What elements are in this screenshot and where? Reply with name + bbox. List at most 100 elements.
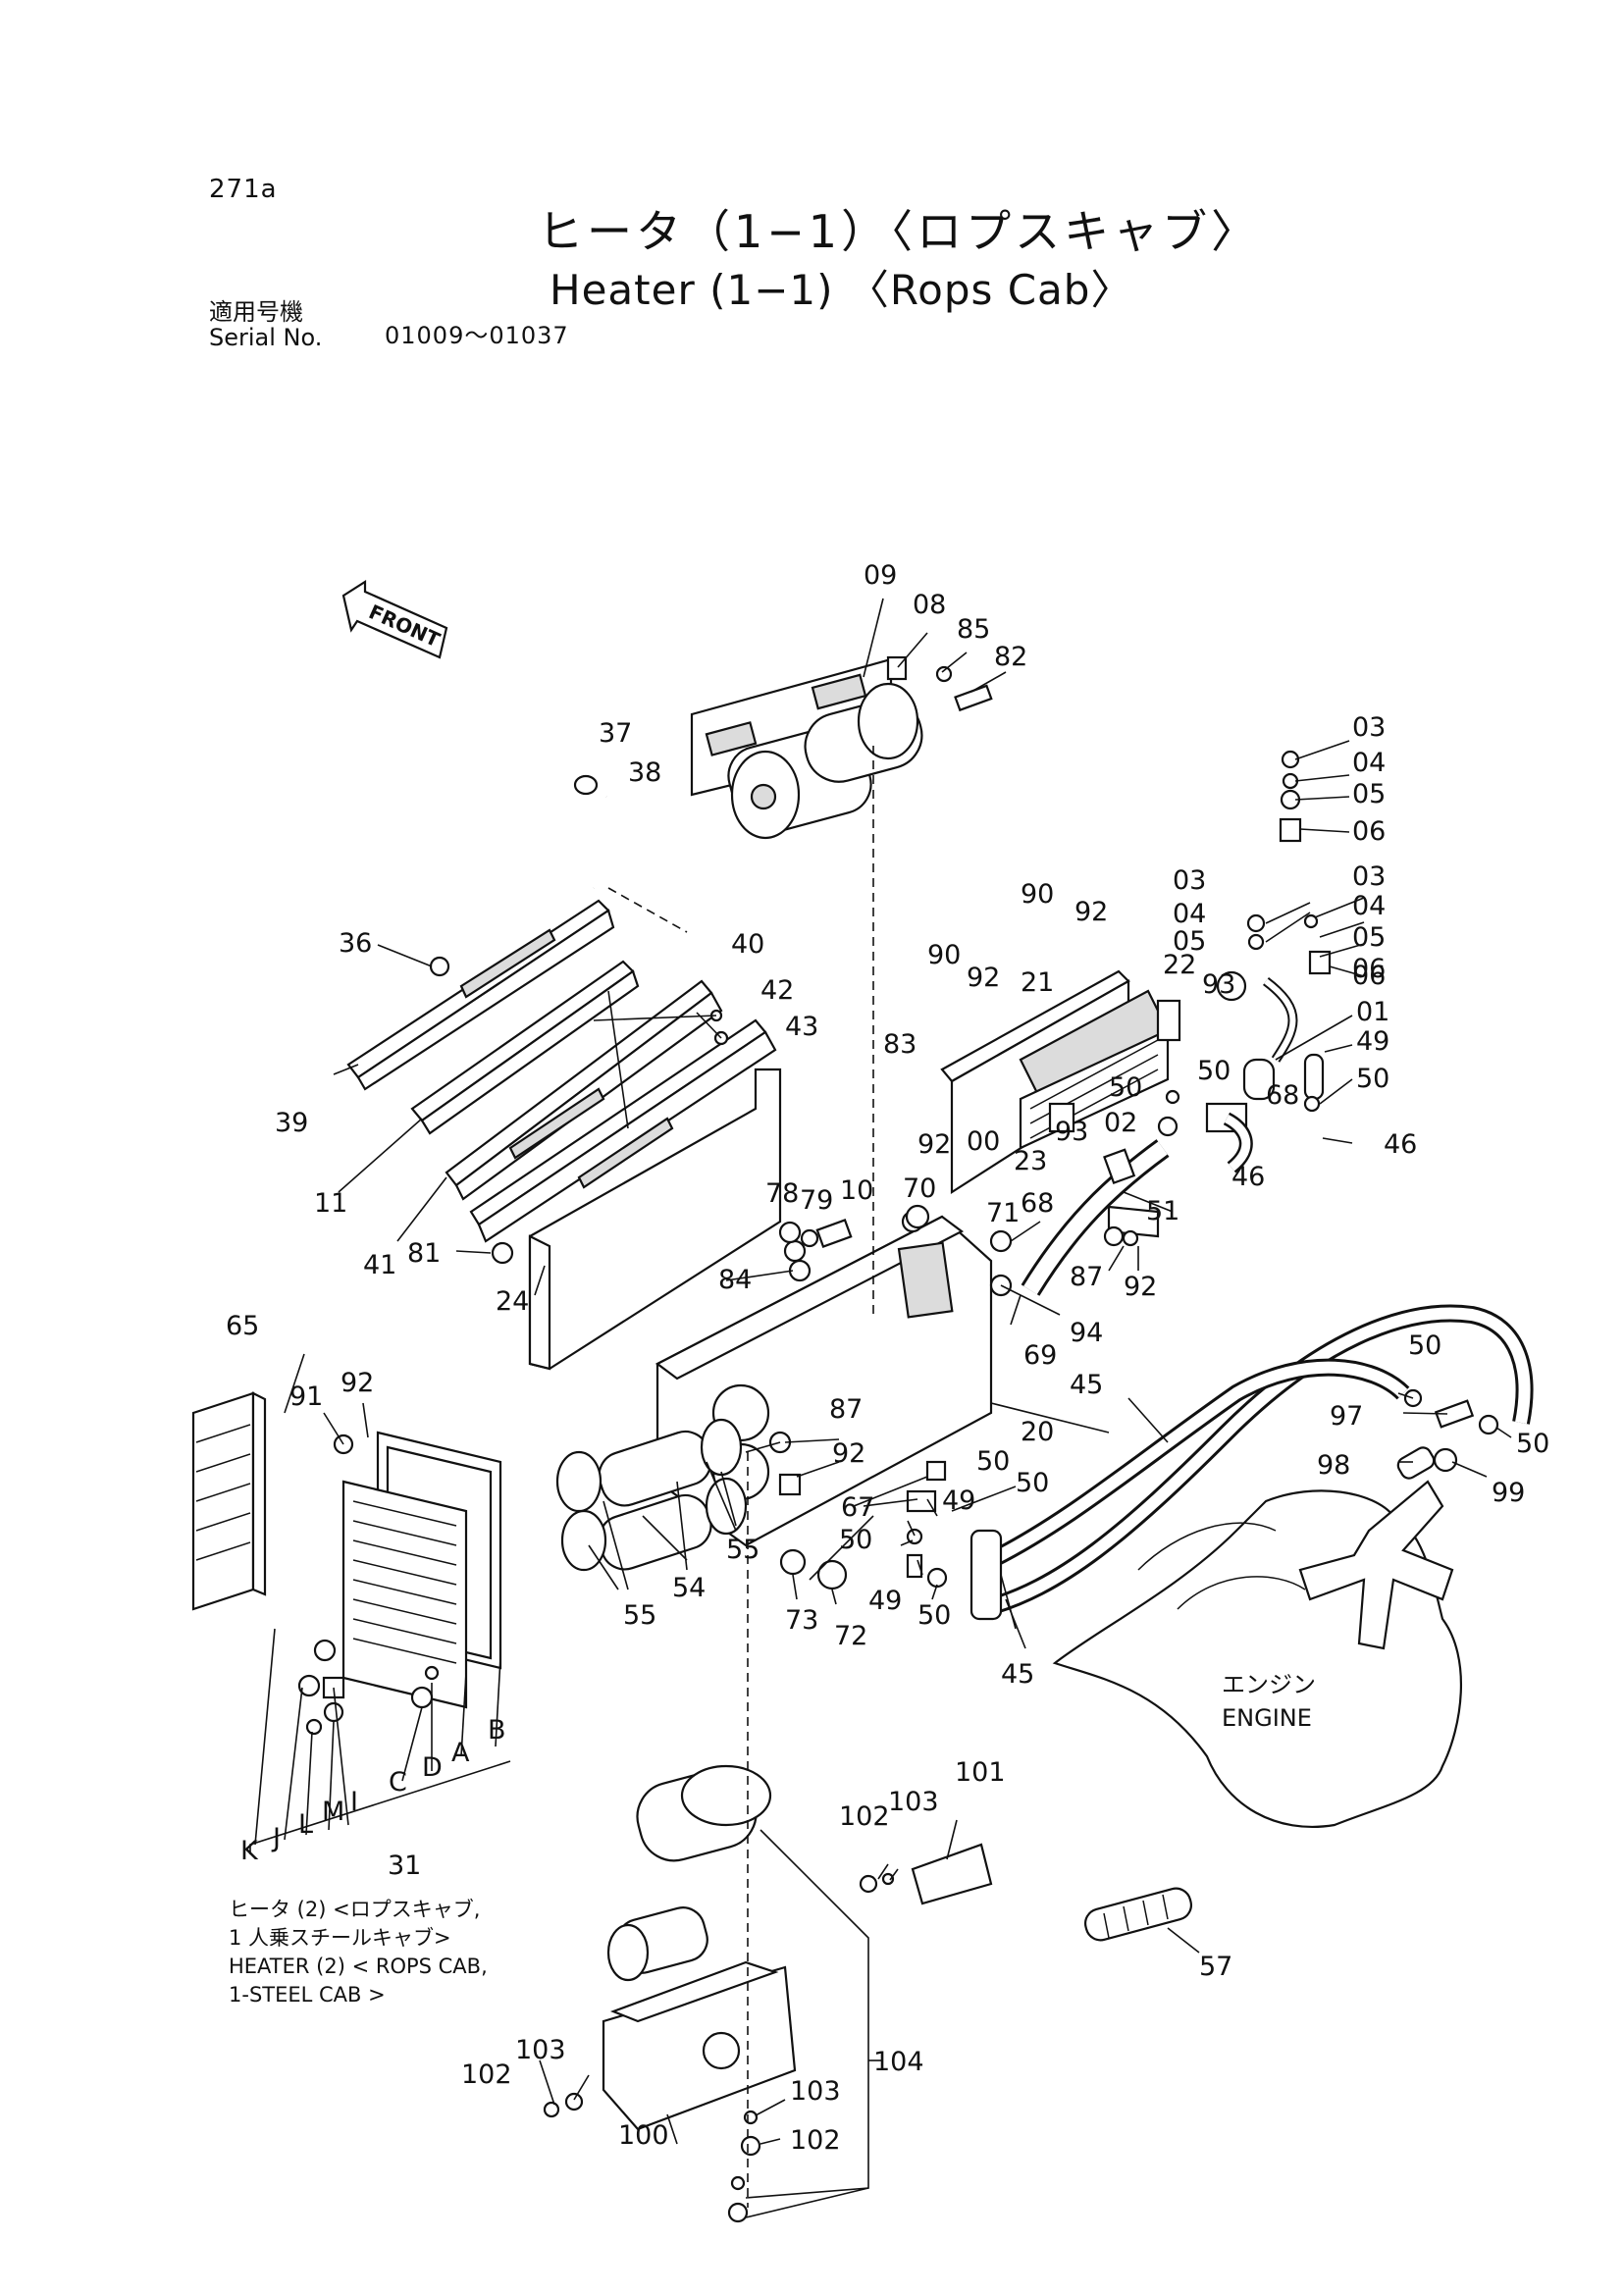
- screw-washer-drawing: [886, 655, 993, 712]
- callout: 55: [726, 1535, 760, 1565]
- heater-hose-drawing: [1021, 1112, 1253, 1296]
- callout: 92: [1124, 1272, 1157, 1302]
- callout: 70: [903, 1173, 936, 1204]
- callout: M: [322, 1797, 344, 1827]
- callout: A: [451, 1738, 470, 1768]
- callout: 67: [841, 1492, 874, 1523]
- callout: 50: [1408, 1330, 1441, 1361]
- callout: 93: [1055, 1117, 1088, 1147]
- callout: 50: [1516, 1429, 1549, 1459]
- callout: 98: [1317, 1450, 1350, 1481]
- callout: 69: [1023, 1340, 1057, 1371]
- callout: 87: [829, 1394, 863, 1425]
- duct-panels-drawing: [346, 899, 777, 1243]
- vent-grille-drawing: [297, 1431, 502, 1736]
- serial-label-english: Serial No.: [209, 324, 323, 351]
- callout: 90: [1021, 879, 1054, 910]
- callout: 46: [1384, 1129, 1417, 1160]
- callout: 90: [927, 940, 961, 970]
- callout: 102: [839, 1801, 890, 1832]
- callout: 54: [672, 1573, 706, 1603]
- callout: 20: [1021, 1417, 1054, 1447]
- callout: 50: [976, 1446, 1010, 1477]
- callout: J: [271, 1823, 281, 1853]
- callout: 92: [917, 1129, 951, 1160]
- callout: 102: [461, 2059, 512, 2090]
- serial-label-japanese: 適用号機: [209, 298, 303, 326]
- callout: 42: [760, 975, 794, 1006]
- callout: 71: [986, 1198, 1020, 1228]
- blower-assembly-drawing: [690, 657, 923, 840]
- note-line: 1 人乗スチールキャブ>: [229, 1926, 451, 1950]
- callout: 09: [864, 560, 897, 591]
- callout: 102: [790, 2125, 841, 2156]
- callout: 05: [1352, 922, 1386, 953]
- reference-note: ヒータ (2) <ロプスキャブ, 1 人乗スチールキャブ> HEATER (2)…: [229, 1896, 488, 2009]
- callout: 78: [765, 1178, 799, 1209]
- callout: 93: [1202, 969, 1235, 1000]
- callout: 46: [1231, 1162, 1265, 1192]
- callout: 11: [314, 1188, 347, 1219]
- front-label: FRONT: [365, 600, 444, 652]
- callout: 101: [955, 1757, 1006, 1788]
- callout: 73: [785, 1605, 818, 1636]
- heater-case-drawing: [655, 1210, 993, 1547]
- callout-labels: 09 08 85 82 37 38 03 04 05 06 03 04 05 0…: [226, 560, 1549, 2156]
- callout: 97: [1330, 1401, 1363, 1432]
- callout: 50: [917, 1600, 951, 1631]
- callout: C: [389, 1767, 407, 1798]
- callout: 04: [1352, 891, 1386, 921]
- callout: 103: [790, 2076, 841, 2107]
- duct-24-drawing: [491, 1068, 782, 1371]
- callout: 24: [496, 1286, 529, 1317]
- callout: L: [298, 1809, 313, 1840]
- callout: 41: [363, 1250, 396, 1280]
- callout: 01: [1356, 997, 1389, 1027]
- serial-range: 01009～01037: [385, 322, 569, 349]
- page-code: 271a: [209, 175, 278, 204]
- callout: 92: [341, 1368, 374, 1398]
- callout: 91: [289, 1382, 323, 1412]
- callout: 49: [868, 1586, 902, 1616]
- callout: 40: [731, 929, 764, 960]
- callout: 49: [1356, 1026, 1389, 1057]
- callout: 104: [873, 2047, 924, 2077]
- callout: 65: [226, 1311, 259, 1341]
- callout: 81: [407, 1238, 441, 1269]
- callout: 45: [1070, 1370, 1103, 1400]
- callout: 43: [785, 1012, 818, 1042]
- note-line: ヒータ (2) <ロプスキャブ,: [229, 1898, 481, 1921]
- callout: 50: [1109, 1072, 1142, 1103]
- callout: I: [350, 1787, 358, 1817]
- callout: 03: [1352, 861, 1386, 892]
- callout: 92: [1074, 897, 1108, 927]
- callout: 103: [888, 1787, 939, 1817]
- drain-hose-drawing: [573, 774, 621, 892]
- engine-label-japanese: エンジン: [1222, 1671, 1316, 1698]
- flexible-duct-drawing: [555, 1418, 748, 1572]
- callout: 06: [1352, 954, 1386, 984]
- callout: 06: [1352, 816, 1386, 847]
- coolant-pipe-drawing: [969, 1304, 1534, 1621]
- callout: 50: [1356, 1064, 1389, 1094]
- callout: 92: [832, 1438, 865, 1469]
- heater-2-assembly-drawing: [543, 1764, 993, 2223]
- callout: 03: [1173, 865, 1206, 896]
- callout: 00: [967, 1126, 1000, 1157]
- heater-core-drawing: [940, 969, 1181, 1195]
- pipe-fittings-drawing: [778, 1204, 1139, 1297]
- callout: 50: [1197, 1056, 1231, 1086]
- callout: 50: [839, 1525, 872, 1555]
- callout: K: [240, 1836, 259, 1866]
- callout: 04: [1173, 899, 1206, 929]
- callout: 23: [1014, 1146, 1047, 1176]
- callout: 87: [1070, 1262, 1103, 1292]
- callout: 03: [1352, 712, 1386, 743]
- callout: 37: [599, 718, 632, 749]
- callout: 31: [388, 1851, 421, 1881]
- callout: 84: [718, 1265, 752, 1295]
- callout: 45: [1001, 1659, 1034, 1690]
- callout: 22: [1163, 950, 1196, 980]
- callout: 04: [1352, 748, 1386, 778]
- leader-lines: [249, 598, 1512, 2218]
